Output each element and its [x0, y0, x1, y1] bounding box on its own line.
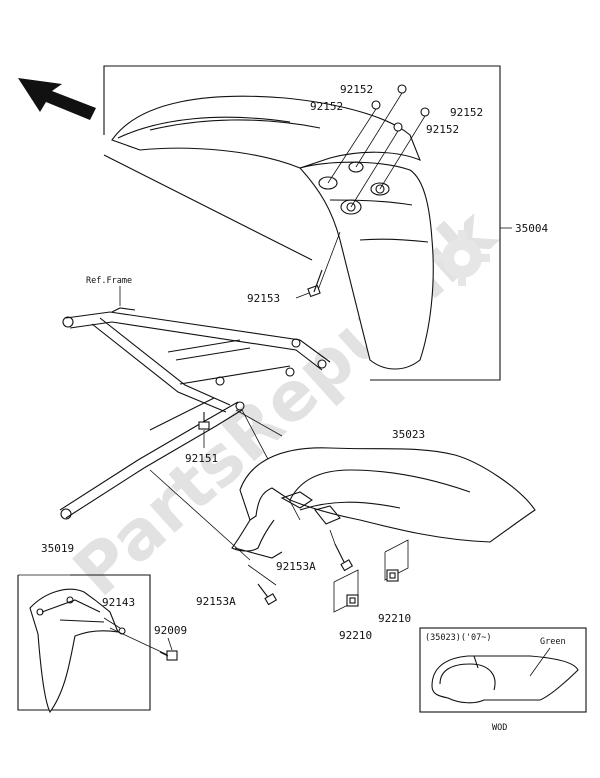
label-92210-a: 92210	[339, 629, 372, 642]
mudflap-35019	[29, 588, 119, 714]
front-fender-callout-box	[103, 65, 501, 381]
label-92153A-a: 92153A	[276, 560, 316, 573]
label-ref-frame: Ref.Frame	[86, 276, 132, 286]
bolt-92151	[198, 412, 210, 448]
label-92152-d: 92152	[426, 123, 459, 136]
label-92153A-b: 92153A	[196, 595, 236, 608]
label-92143: 92143	[102, 596, 135, 609]
inset-color-label: Green	[540, 637, 566, 647]
label-35023: 35023	[392, 428, 425, 441]
label-35004: 35004	[515, 222, 548, 235]
gear-icon	[434, 230, 490, 286]
label-92210-b: 92210	[378, 612, 411, 625]
label-92152-a: 92152	[340, 83, 373, 96]
label-92151: 92151	[185, 452, 218, 465]
nut-92210-left	[333, 569, 359, 613]
front-fender-35004	[111, 95, 434, 370]
nut-92210-right	[384, 539, 409, 582]
inset-code: WOD	[492, 723, 507, 733]
rear-fender-35023	[231, 447, 536, 559]
bolt-92153A-lower	[257, 583, 278, 606]
label-92152-c: 92152	[450, 106, 483, 119]
inset-title: (35023)('07~)	[425, 633, 492, 643]
label-92152-b: 92152	[310, 100, 343, 113]
variant-inset	[419, 627, 587, 713]
bolt-92153A-upper	[329, 529, 354, 572]
label-92153: 92153	[247, 292, 280, 305]
label-92009: 92009	[154, 624, 187, 637]
washer-92152-group	[327, 84, 430, 208]
reference-frame	[59, 286, 331, 520]
label-35019: 35019	[41, 542, 74, 555]
washer-92143	[118, 627, 126, 635]
front-arrow-icon	[18, 78, 96, 120]
mudflap-callout-box	[17, 574, 151, 711]
label-leaders	[103, 292, 310, 651]
watermark: PartsRepublik	[59, 193, 512, 612]
screw-92009	[109, 627, 178, 661]
bolt-92153	[307, 231, 341, 298]
part-labels: Ref.Frame 35004 92152 92152 92152 92152 …	[41, 83, 566, 733]
